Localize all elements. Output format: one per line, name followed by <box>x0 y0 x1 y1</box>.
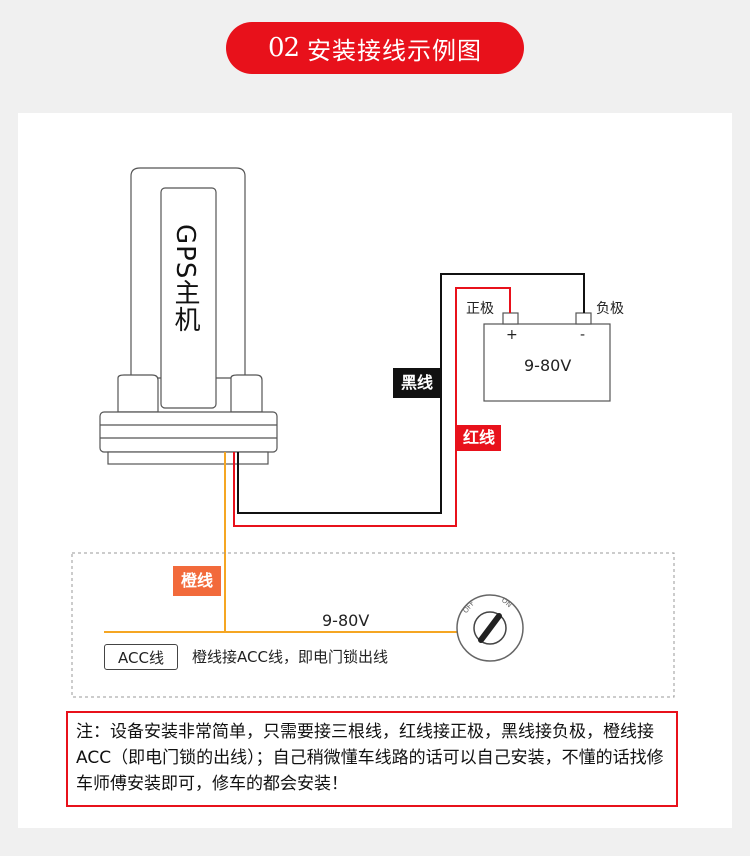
acc-voltage: 9-80V <box>322 611 370 630</box>
section-title: 安装接线示例图 <box>307 36 483 65</box>
installation-note: 注：设备安装非常简单，只需要接三根线，红线接正极，黑线接负极，橙线接ACC（即电… <box>66 711 678 807</box>
positive-terminal-label: 正极 <box>466 301 494 317</box>
acc-tag: ACC线 <box>104 644 178 670</box>
red-wire-label: 红线 <box>457 425 501 451</box>
black-wire-label: 黑线 <box>393 368 441 398</box>
orange-wire-label: 橙线 <box>173 566 221 596</box>
battery-voltage: 9-80V <box>524 356 572 375</box>
ignition-switch-icon: OFF ON <box>456 594 524 662</box>
section-number: 02 <box>267 33 300 63</box>
gps-device <box>99 167 278 465</box>
minus-sign: - <box>580 327 586 343</box>
black-wire <box>237 273 585 514</box>
negative-terminal-label: 负极 <box>596 301 624 317</box>
acc-region <box>71 552 675 698</box>
title-banner: 02 安装接线示例图 <box>226 22 524 74</box>
battery <box>483 312 611 402</box>
plus-sign: + <box>506 327 518 343</box>
gps-device-label: GPS主机 <box>170 224 200 334</box>
red-wire <box>233 287 511 527</box>
acc-description: 橙线接ACC线，即电门锁出线 <box>192 648 388 666</box>
